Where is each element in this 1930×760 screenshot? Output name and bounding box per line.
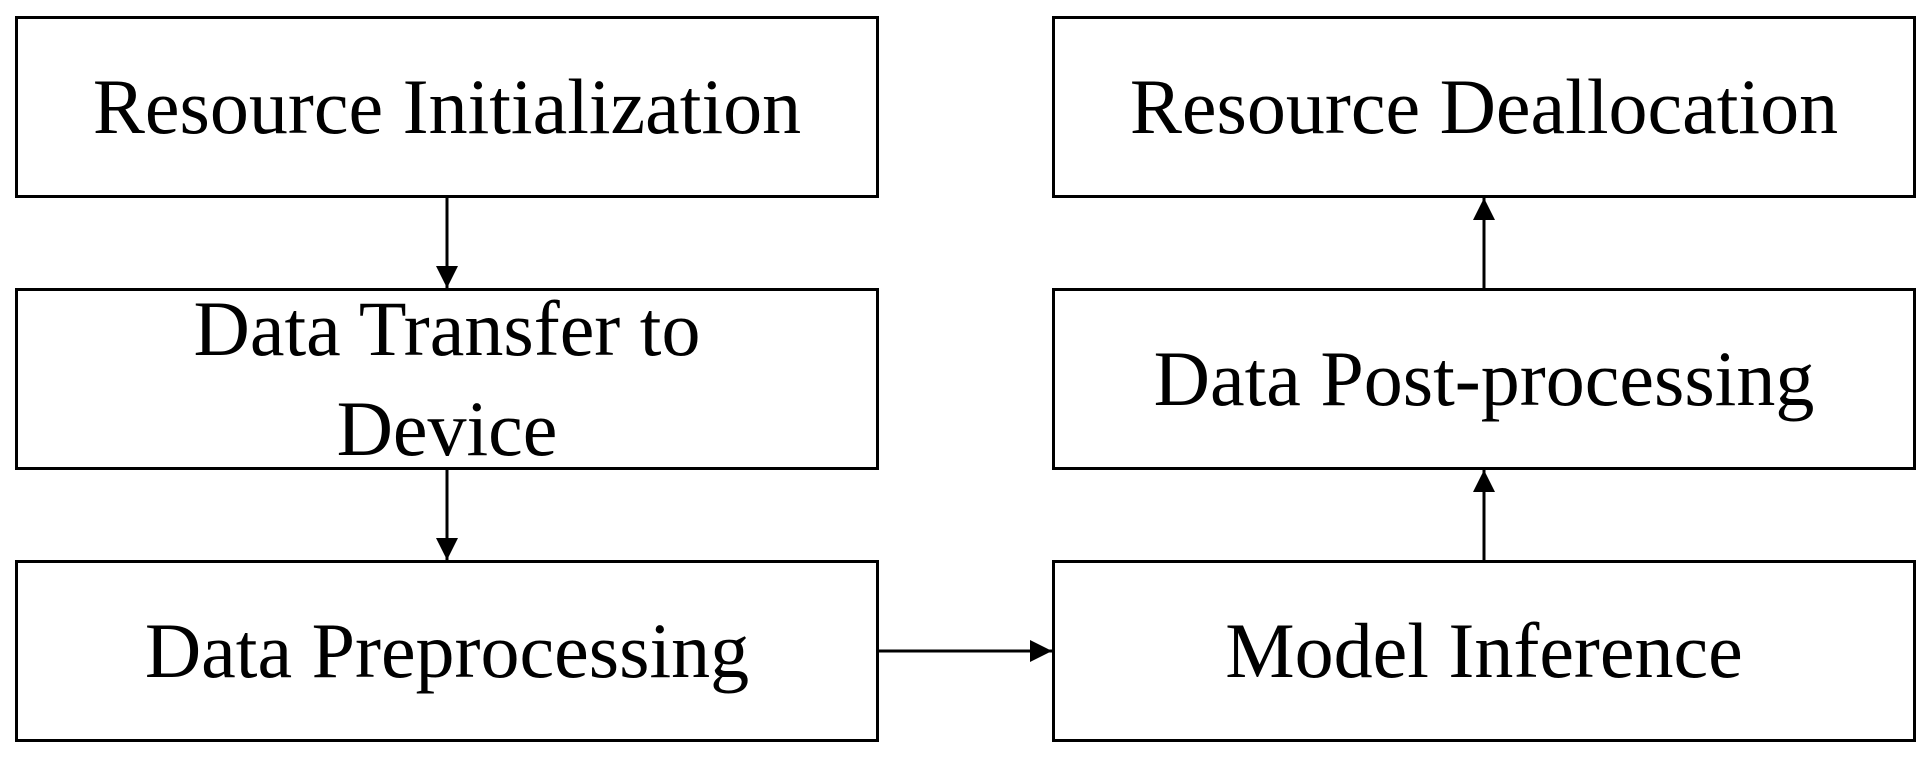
node-data-transfer-to-device: Data Transfer to Device [15, 285, 879, 472]
node-resource-initialization: Resource Initialization [15, 16, 879, 198]
node-label: Model Inference [1225, 607, 1743, 694]
node-data-post-processing: Data Post-processing [1052, 288, 1916, 470]
node-model-inference: Model Inference [1052, 560, 1916, 742]
node-label: Resource Initialization [92, 63, 802, 150]
node-resource-deallocation: Resource Deallocation [1052, 16, 1916, 198]
node-label: Data Post-processing [1153, 335, 1815, 422]
node-label: Resource Deallocation [1129, 63, 1839, 150]
node-label: Data Preprocessing [144, 607, 750, 694]
node-label: Data Transfer to Device [193, 285, 701, 472]
node-data-preprocessing: Data Preprocessing [15, 560, 879, 742]
